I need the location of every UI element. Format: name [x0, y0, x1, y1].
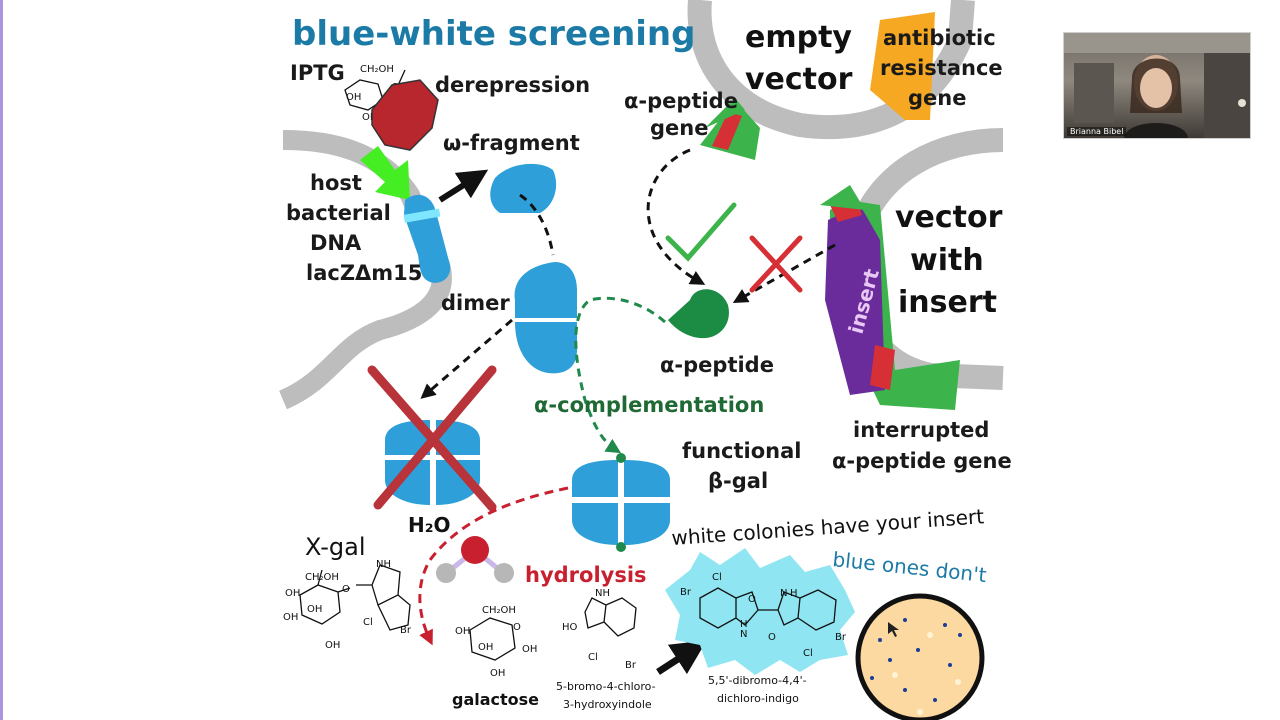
- xgal-oh-1: OH: [285, 588, 300, 599]
- gal-oh-3: OH: [478, 642, 493, 653]
- indigo-label-2: dichloro-indigo: [717, 692, 799, 705]
- complementation-label: α-complementation: [534, 393, 764, 417]
- indigo-label-1: 5,5'-dibromo-4,4'-: [708, 674, 807, 687]
- chem-oh-1: OH: [346, 92, 361, 103]
- iptg-molecule: IPTG CH₂OH S OH OH OH: [290, 61, 439, 151]
- functional-label-1: functional: [682, 439, 801, 463]
- xgal-cl: Cl: [363, 617, 373, 628]
- indigo-br-2: Br: [835, 632, 847, 643]
- galactose-structure: CH₂OH OH O OH OH OH: [455, 605, 537, 679]
- host-label-3: DNA: [310, 231, 362, 255]
- participant-name: Brianna Bibel: [1067, 127, 1127, 136]
- xgal-oh-4: OH: [325, 640, 340, 651]
- gal-oh-2: OH: [522, 644, 537, 655]
- hydrolysis-label: hydrolysis: [525, 563, 647, 587]
- xgal-br: Br: [400, 625, 412, 636]
- indoxyl-label-2: 3-hydroxyindole: [563, 698, 652, 711]
- indigo-cl-1: Cl: [712, 572, 722, 583]
- indoxyl-br: Br: [625, 660, 637, 671]
- cross-out-x-icon: [367, 365, 497, 512]
- xgal-ch2oh: CH₂OH: [305, 572, 339, 583]
- empty-vector-label-2: vector: [745, 62, 853, 97]
- host-label-2: bacterial: [286, 201, 391, 225]
- functional-beta-gal-shape: [572, 453, 670, 552]
- antibiotic-label-1: antibiotic: [883, 26, 996, 50]
- xgal-o: O: [342, 584, 350, 595]
- indigo-n-1: N: [740, 629, 747, 640]
- xgal-oh-3: OH: [307, 604, 322, 615]
- blocked-x-icon: [749, 235, 803, 293]
- antibiotic-label-2: resistance: [880, 56, 1003, 80]
- indigo-o-1: O: [748, 594, 756, 605]
- indigo-cl-2: Cl: [803, 648, 813, 659]
- host-dna-strand: [278, 130, 452, 410]
- slide-title: blue-white screening: [292, 14, 695, 54]
- arrow-to-omega-icon: [438, 169, 489, 203]
- empty-vector-label-1: empty: [745, 20, 852, 55]
- xgal-nh: NH: [376, 559, 391, 570]
- host-label-4: lacZΔm15: [306, 261, 422, 285]
- alpha-peptide-label: α-peptide: [660, 353, 774, 377]
- empty-vector-ring: [687, 0, 975, 160]
- gal-ch2oh: CH₂OH: [482, 605, 516, 616]
- host-label-1: host: [310, 171, 362, 195]
- antibiotic-label-3: gene: [908, 86, 966, 110]
- insert-vector-ring: [820, 128, 1004, 410]
- indoxyl-nh: NH: [595, 588, 610, 599]
- dimer-shape: [514, 262, 577, 374]
- gal-oh-4: OH: [490, 668, 505, 679]
- participant-avatar: [1064, 33, 1250, 138]
- indigo-n-2: N: [780, 588, 787, 599]
- derepression-label: derepression: [435, 73, 590, 97]
- blue-colonies-label: blue ones don't: [831, 547, 987, 587]
- check-mark-icon: [665, 202, 737, 262]
- window-edge-accent: [0, 0, 3, 720]
- operator-arrow-icon: [360, 146, 410, 200]
- indoxyl-cl: Cl: [588, 652, 598, 663]
- indigo-o-2: O: [768, 632, 776, 643]
- interrupted-label-1: interrupted: [853, 418, 989, 442]
- galactose-label: galactose: [452, 690, 539, 709]
- interrupted-label-2: α-peptide gene: [832, 449, 1012, 473]
- vector-insert-label-3: insert: [898, 285, 997, 320]
- indoxyl-structure: NH HO Cl Br: [562, 588, 637, 671]
- participant-video-tile[interactable]: Brianna Bibel: [1063, 32, 1251, 139]
- indigo-h-1: H: [740, 619, 748, 630]
- xgal-label: X-gal: [305, 533, 366, 561]
- indoxyl-label-1: 5-bromo-4-chloro-: [556, 680, 656, 693]
- arrow-to-indigo-icon: [656, 640, 707, 675]
- vector-insert-label-2: with: [910, 243, 984, 278]
- gal-o: O: [513, 622, 521, 633]
- indigo-structure: Cl Br O H N N H O Br Cl: [680, 572, 847, 659]
- xgal-structure: CH₂OH NH O OH OH OH OH Cl Br: [283, 559, 412, 651]
- water-molecule-icon: [436, 536, 514, 583]
- indigo-br-1: Br: [680, 587, 692, 598]
- alpha-gene-label-1: α-peptide: [624, 89, 738, 113]
- chem-ch2oh: CH₂OH: [360, 64, 394, 75]
- indigo-glow: [665, 548, 855, 675]
- alpha-peptide-shape: [668, 289, 729, 339]
- xgal-oh-2: OH: [283, 612, 298, 623]
- vector-insert-label-1: vector: [895, 200, 1003, 235]
- chem-oh-2: OH: [362, 112, 377, 123]
- gal-oh-1: OH: [455, 626, 470, 637]
- iptg-label: IPTG: [290, 61, 345, 85]
- indigo-h-2: H: [790, 588, 798, 599]
- lacz-marker: [403, 208, 441, 223]
- agar-plate: [855, 593, 985, 720]
- alpha-gene-label-2: gene: [650, 116, 708, 140]
- dimer-label: dimer: [441, 291, 510, 315]
- omega-fragment-shape: [490, 163, 557, 213]
- functional-label-2: β-gal: [708, 469, 768, 493]
- omega-fragment-label: ω-fragment: [443, 131, 580, 155]
- water-label: H₂O: [408, 513, 451, 537]
- white-colonies-label: white colonies have your insert: [671, 504, 985, 550]
- indoxyl-ho: HO: [562, 622, 578, 633]
